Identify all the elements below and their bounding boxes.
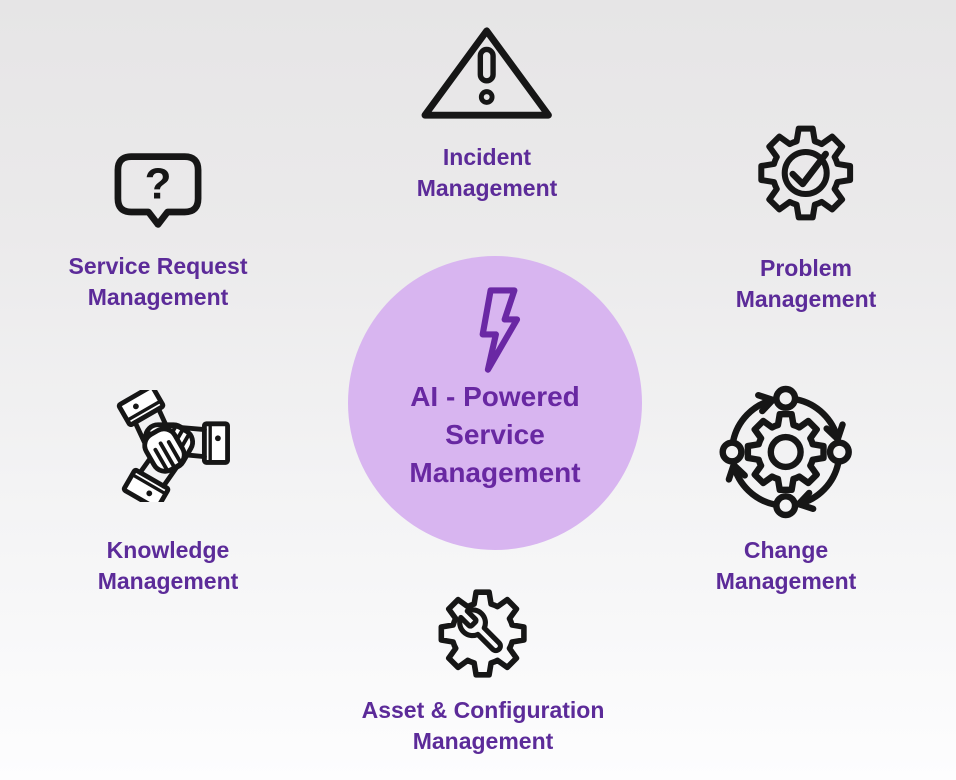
node-label-line: Management bbox=[97, 568, 239, 594]
svg-text:?: ? bbox=[145, 160, 172, 209]
lightning-bolt-icon bbox=[468, 286, 522, 374]
center-title: AI - Powered Service Management bbox=[409, 378, 580, 492]
node-label-line: Change bbox=[743, 537, 829, 563]
node-label-line: Service Request bbox=[68, 253, 248, 279]
node-label: Problem Management bbox=[736, 253, 877, 315]
node-label-line: Management bbox=[412, 728, 554, 754]
node-label: Incident Management bbox=[417, 142, 558, 204]
center-hub: AI - Powered Service Management bbox=[348, 256, 642, 550]
node-change-management: Change Management bbox=[716, 382, 857, 597]
node-incident-management: Incident Management bbox=[417, 24, 558, 204]
node-service-request-management: ? Service Request Management bbox=[69, 149, 248, 313]
node-label-line: Management bbox=[715, 568, 857, 594]
gear-wrench-icon bbox=[433, 587, 533, 680]
node-label-line: Management bbox=[735, 286, 877, 312]
center-title-line: AI - Powered bbox=[410, 381, 580, 412]
node-label-line: Knowledge bbox=[106, 537, 230, 563]
hands-clasped-icon bbox=[100, 390, 236, 502]
node-label-line: Incident bbox=[442, 144, 532, 170]
question-speech-bubble-icon: ? bbox=[109, 149, 206, 233]
node-label-line: Problem bbox=[759, 255, 853, 281]
gear-cycle-arrows-icon bbox=[716, 382, 856, 522]
gear-checkmark-icon bbox=[753, 123, 859, 223]
node-asset-configuration-management: Asset & Configuration Management bbox=[362, 587, 605, 757]
center-title-line: Service bbox=[445, 419, 545, 450]
node-knowledge-management: Knowledge Management bbox=[98, 390, 239, 597]
node-label: Change Management bbox=[716, 535, 857, 597]
center-title-line: Management bbox=[409, 457, 581, 488]
node-problem-management: Problem Management bbox=[736, 123, 877, 315]
node-label-line: Asset & Configuration bbox=[361, 697, 605, 723]
warning-triangle-icon bbox=[417, 24, 557, 122]
node-label-line: Management bbox=[416, 175, 558, 201]
node-label: Knowledge Management bbox=[98, 535, 239, 597]
node-label: Asset & Configuration Management bbox=[362, 695, 605, 757]
node-label: Service Request Management bbox=[69, 251, 248, 313]
node-label-line: Management bbox=[87, 284, 229, 310]
